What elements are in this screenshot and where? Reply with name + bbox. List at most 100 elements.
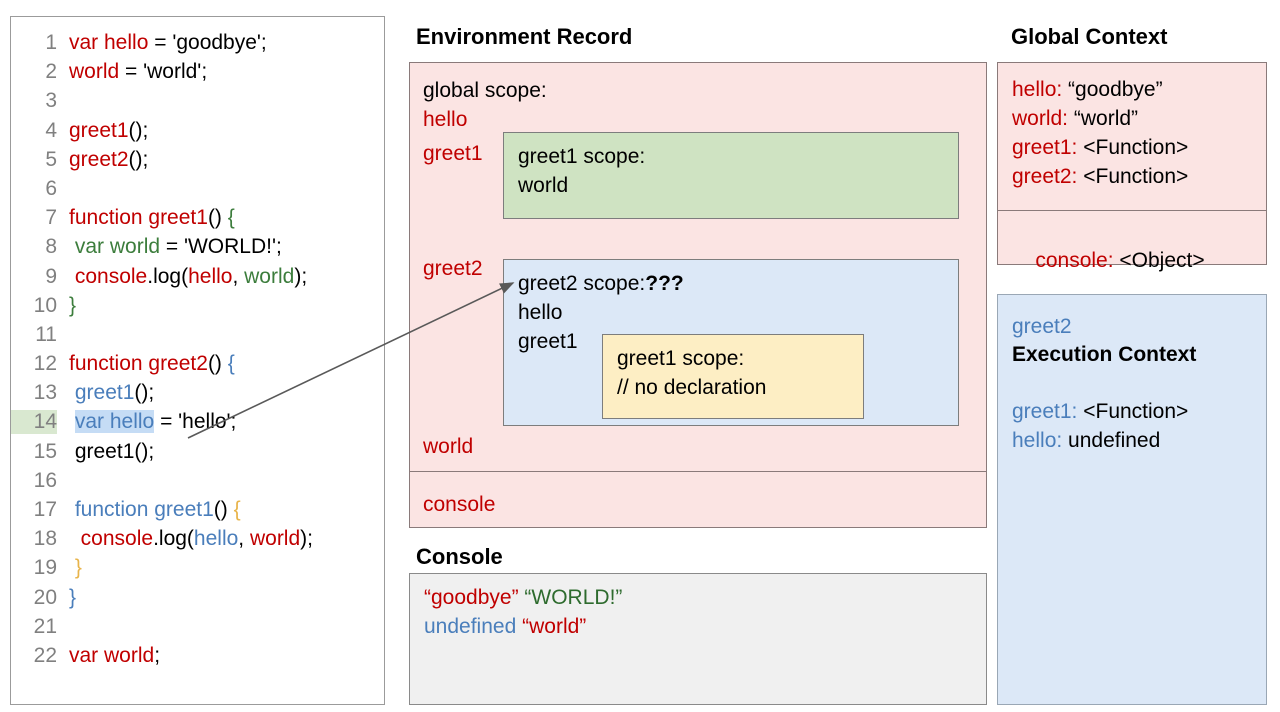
code-line[interactable]: 21 [11, 615, 384, 644]
code-line[interactable]: 11 [11, 323, 384, 352]
line-number: 3 [45, 89, 57, 113]
code-token: ; [154, 643, 161, 667]
environment-record-box: global scope: hello greet1 greet2 world … [409, 62, 987, 528]
global-context-title: Global Context [1011, 24, 1168, 49]
line-number: 7 [45, 206, 57, 230]
code-line[interactable]: 8 var world = 'WORLD!'; [11, 235, 384, 264]
line-number: 12 [33, 352, 57, 376]
code-token: greet2 [69, 147, 129, 171]
code-token: () [207, 352, 228, 376]
code-token: = 'WORLD!'; [160, 235, 282, 259]
console-output-box: “goodbye” “WORLD!”undefined “world” [409, 573, 987, 705]
code-line-text: console.log(hello, world); [57, 265, 307, 289]
entry-value: “world” [1068, 107, 1139, 130]
code-line[interactable]: 16 [11, 469, 384, 498]
entry-key: greet2: [1012, 165, 1078, 188]
code-token: var world [74, 235, 161, 259]
code-token: { [233, 498, 241, 521]
code-token: var hello [69, 31, 149, 54]
entry-key: world: [1012, 107, 1069, 130]
entry-key: hello: [1012, 78, 1063, 101]
line-number: 6 [45, 176, 57, 200]
line-number: 9 [45, 264, 57, 288]
console-line: undefined “world” [424, 615, 586, 639]
entry-key: greet1: [1012, 136, 1078, 159]
execution-context-box: greet2 Execution Context greet1: <Functi… [997, 294, 1267, 705]
env-binding-greet2: greet2 [423, 257, 483, 280]
line-number: 1 [45, 31, 57, 54]
code-line-text: var world; [57, 644, 160, 668]
code-token: hello [193, 527, 239, 551]
code-token: var world [69, 643, 155, 667]
global-context-entry: hello: “goodbye” [1012, 78, 1163, 102]
entry-key: greet1: [1012, 400, 1078, 423]
code-token: { [227, 352, 235, 376]
code-token: } [69, 585, 77, 609]
code-line-text: greet2(); [57, 148, 148, 172]
inner-greet1-scope-title: greet1 scope: [617, 347, 745, 370]
code-token: ); [300, 527, 313, 551]
global-context-console-key: console: [1035, 249, 1114, 272]
code-token: () [213, 498, 234, 521]
code-token: = 'goodbye'; [148, 31, 267, 54]
line-number: 15 [33, 439, 57, 463]
code-line[interactable]: 10} [11, 294, 384, 323]
code-line-text: var world = 'WORLD!'; [57, 235, 282, 259]
greet2-scope-title-row: greet2 scope:??? [518, 272, 684, 296]
code-token: .log( [147, 264, 189, 288]
env-binding-hello: hello [423, 108, 468, 131]
greet2-scope-var-greet1: greet1 [518, 330, 578, 353]
line-number: 20 [33, 585, 57, 609]
code-token: world [244, 264, 295, 288]
code-token: console [80, 527, 154, 551]
code-line[interactable]: 1 var hello = 'goodbye'; [11, 31, 384, 60]
code-line[interactable]: 9 console.log(hello, world); [11, 265, 384, 294]
line-number: 8 [45, 235, 57, 259]
code-line[interactable]: 15 greet1(); [11, 440, 384, 469]
code-line[interactable]: 14 var hello = 'hello'; [11, 410, 384, 439]
greet2-scope-var-hello: hello [518, 301, 563, 324]
code-line-text: } [57, 294, 76, 318]
code-token: { [227, 206, 235, 230]
code-token: function greet1 [74, 498, 214, 521]
code-token: greet1 [69, 118, 129, 142]
code-token: greet1(); [69, 439, 155, 463]
code-line[interactable]: 19 } [11, 556, 384, 585]
line-number: 14 [11, 410, 57, 435]
global-context-box: hello: “goodbye” world: “world” greet1: <F… [997, 62, 1267, 272]
code-line[interactable]: 18 console.log(hello, world); [11, 527, 384, 556]
code-token: = 'hello'; [154, 410, 237, 434]
code-line[interactable]: 13 greet1(); [11, 381, 384, 410]
code-line[interactable]: 6 [11, 177, 384, 206]
code-line[interactable]: 17 function greet1() { [11, 498, 384, 527]
greet2-scope-box: greet2 scope:??? hello greet1 greet1 sco… [503, 259, 959, 426]
code-line-text: greet1(); [57, 119, 148, 143]
global-context-entry: greet1: <Function> [1012, 136, 1188, 160]
code-token: = 'world'; [119, 60, 208, 84]
entry-value: undefined [1062, 429, 1161, 452]
code-line-text: function greet2() { [57, 352, 235, 376]
code-line[interactable]: 3 [11, 89, 384, 118]
console-token: “goodbye” [424, 586, 519, 609]
greet1-scope-var-world: world [518, 174, 569, 197]
code-token: hello [188, 264, 233, 288]
code-token: world [69, 60, 120, 84]
env-record-divider [410, 471, 986, 472]
code-line[interactable]: 20} [11, 586, 384, 615]
code-line-text: var hello = 'hello'; [57, 410, 236, 434]
line-number: 11 [35, 322, 57, 346]
greet1-scope-title: greet1 scope: [518, 145, 646, 168]
console-token: undefined [424, 615, 517, 638]
code-token: , [232, 264, 245, 288]
code-line-text: world = 'world'; [57, 60, 207, 84]
line-number: 5 [45, 147, 57, 171]
code-token: function greet1 [69, 206, 208, 230]
code-token: (); [128, 147, 149, 171]
